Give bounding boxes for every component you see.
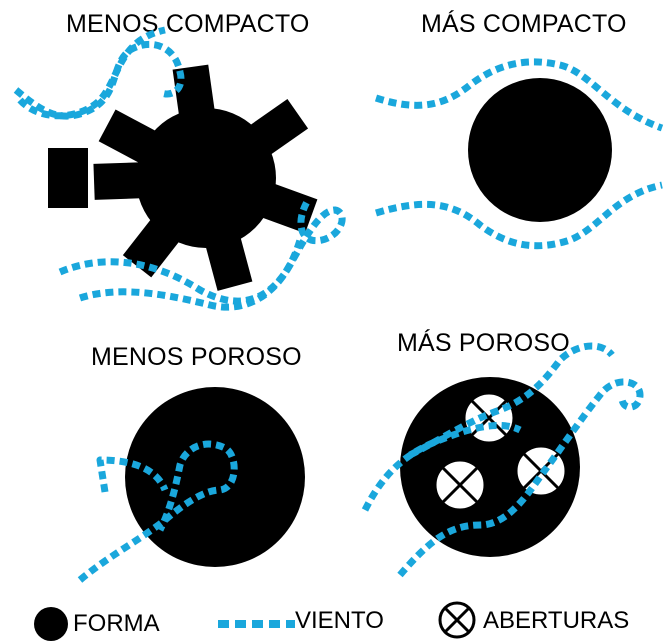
gear-shape xyxy=(48,64,318,291)
compact-circle-shape xyxy=(468,78,612,222)
forma-legend-icon xyxy=(34,607,68,641)
wind-top-right xyxy=(374,58,664,250)
opening-icon xyxy=(433,458,487,512)
legend-forma-label: FORMA xyxy=(73,610,160,637)
aberturas-legend-icon xyxy=(438,601,476,639)
title-menos-compacto: MENOS COMPACTO xyxy=(66,10,310,38)
wind-top-left xyxy=(13,26,346,311)
wind-bottom-right xyxy=(361,342,644,578)
legend-viento-label: VIENTO xyxy=(295,607,384,634)
title-mas-compacto: MÁS COMPACTO xyxy=(421,10,627,38)
more-porous-circle-shape xyxy=(400,377,580,557)
wind-bottom-left xyxy=(77,440,238,583)
less-porous-circle-shape xyxy=(125,387,305,567)
title-menos-poroso: MENOS POROSO xyxy=(91,343,302,371)
opening-icon xyxy=(462,391,516,445)
legend-aberturas-label: ABERTURAS xyxy=(483,607,630,634)
title-mas-poroso: MÁS POROSO xyxy=(397,329,570,357)
